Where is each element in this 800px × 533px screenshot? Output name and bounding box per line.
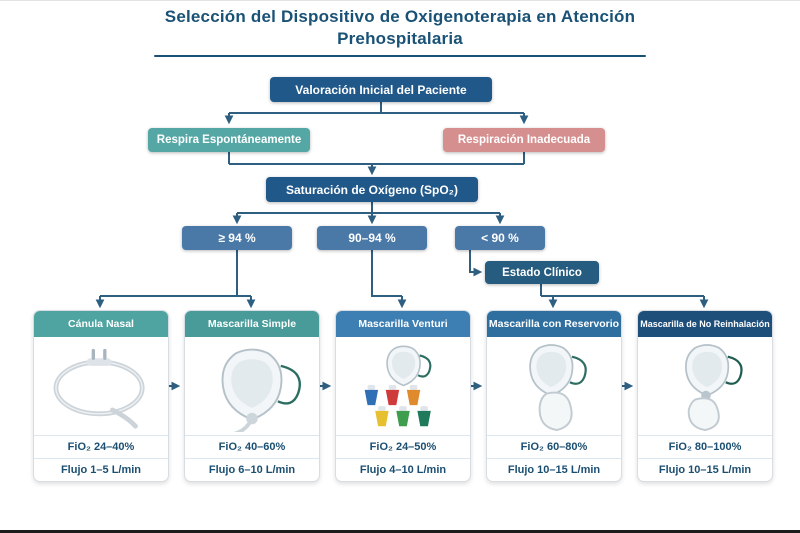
flow-box-sat-ge-94: ≥ 94 %	[182, 226, 292, 250]
device-flow-value: Flujo 1–5 L/min	[34, 458, 168, 481]
title-underline	[154, 55, 646, 57]
simple-mask-illustration	[185, 337, 319, 436]
device-card-title: Mascarilla Simple	[185, 311, 319, 337]
bottom-edge	[0, 530, 800, 533]
device-flow-value: Flujo 4–10 L/min	[336, 458, 470, 481]
device-fio2-value: FiO₂ 40–60%	[218, 441, 286, 453]
flow-box-inadequate-breathing: Respiración Inadecuada	[443, 128, 605, 152]
device-fio2-value: FiO₂ 24–50%	[369, 441, 437, 453]
title-line1: Selección del Dispositivo de Oxigenotera…	[164, 7, 636, 26]
top-edge	[0, 0, 800, 1]
device-card-title: Mascarilla Venturi	[336, 311, 470, 337]
title-line2: Prehospitalaria	[337, 29, 463, 48]
device-fio2-value: FiO₂ 80–100%	[668, 441, 742, 453]
device-fio2-value: FiO₂ 60–80%	[520, 441, 588, 453]
page-title: Selección del Dispositivo de Oxigenotera…	[0, 6, 800, 57]
device-card-title: Mascarilla de No Reinhalación	[638, 311, 772, 337]
device-flow-value: Flujo 10–15 L/min	[638, 458, 772, 481]
flow-box-initial-assessment: Valoración Inicial del Paciente	[270, 77, 492, 102]
nasal-cannula-illustration	[34, 337, 168, 436]
device-fio2-value: FiO₂ 24–40%	[67, 441, 135, 453]
device-card-canula-nasal: Cánula Nasal FiO₂ 24–40% Flujo 1–5 L/min	[33, 310, 169, 482]
device-card-mascarilla-no-reinhalacion: Mascarilla de No Reinhalación FiO₂ 80–10…	[637, 310, 773, 482]
flow-box-spontaneous-breathing: Respira Espontáneamente	[148, 128, 310, 152]
device-card-mascarilla-venturi: Mascarilla Venturi FiO₂ 24–50% Flujo 4–1…	[335, 310, 471, 482]
flow-box-sat-lt-90: < 90 %	[455, 226, 545, 250]
device-flow-value: Flujo 10–15 L/min	[487, 458, 621, 481]
flow-box-oxygen-saturation: Saturación de Oxígeno (SpO₂)	[266, 177, 478, 202]
device-card-title: Cánula Nasal	[34, 311, 168, 337]
device-flow-value: Flujo 6–10 L/min	[185, 458, 319, 481]
venturi-mask-illustration	[336, 337, 470, 436]
flow-box-sat-90-94: 90–94 %	[317, 226, 427, 250]
device-card-mascarilla-con-reservorio: Mascarilla con Reservorio FiO₂ 60–80% Fl…	[486, 310, 622, 482]
reservoir-mask-illustration	[487, 337, 621, 436]
non-rebreather-mask-illustration	[638, 337, 772, 436]
device-card-mascarilla-simple: Mascarilla Simple FiO₂ 40–60% Flujo 6–10…	[184, 310, 320, 482]
device-card-title: Mascarilla con Reservorio	[487, 311, 621, 337]
flow-box-clinical-status: Estado Clínico	[485, 261, 599, 284]
